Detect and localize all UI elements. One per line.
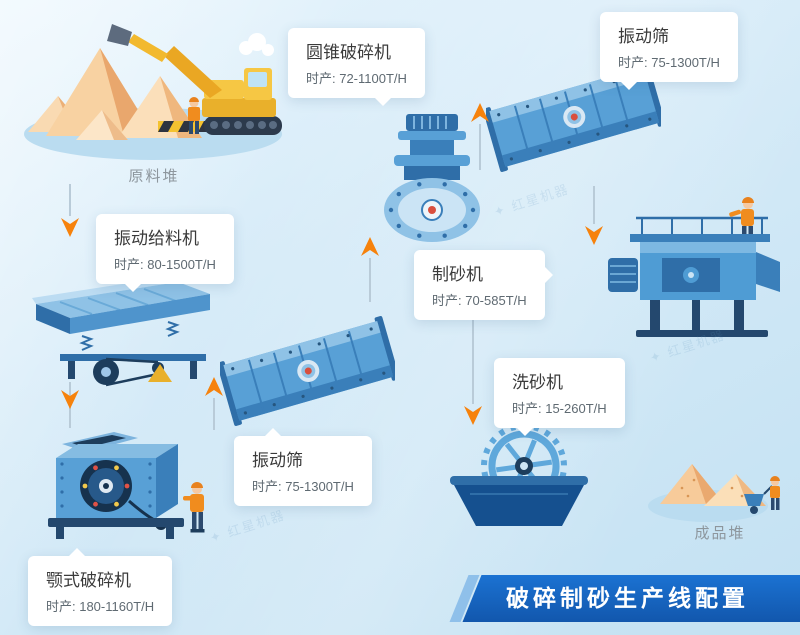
product-pile-caption: 成品堆: [694, 525, 746, 542]
label-pointer: [374, 97, 392, 115]
sand-washer-name: 洗砂机: [512, 373, 563, 392]
sand-maker-illustration: [596, 188, 792, 340]
product-pile-illustration: [646, 436, 786, 528]
flow-arrow-cone-to-screen: [470, 102, 490, 124]
label-pointer: [124, 283, 142, 301]
label-cone-crusher: 圆锥破碎机 时产: 72-1100T/H: [288, 28, 425, 106]
jaw-crusher-illustration: [34, 426, 214, 552]
flow-arrow-screen-to-cone: [360, 236, 380, 258]
sand-maker-name: 制砂机: [432, 265, 483, 284]
connector-line: [472, 316, 474, 404]
jaw-crusher-capacity: 时产: 180-1160T/H: [46, 599, 155, 614]
vibrating-screen-top-illustration: [482, 44, 666, 184]
cone-crusher-capacity: 时产: 72-1100T/H: [306, 71, 407, 86]
connector-line: [593, 186, 595, 224]
label-pointer: [620, 81, 638, 99]
feeder-capacity: 时产: 80-1500T/H: [114, 257, 216, 272]
screen-mid-name: 振动筛: [252, 451, 303, 470]
screen-mid-capacity: 时产: 75-1300T/H: [252, 479, 354, 494]
watermark: 红星机器: [207, 504, 288, 546]
screen-top-capacity: 时产: 75-1300T/H: [618, 55, 720, 70]
label-pointer: [516, 427, 534, 445]
raw-material-pile-illustration: [18, 6, 286, 176]
jaw-crusher-name: 颚式破碎机: [46, 571, 131, 590]
sand-washer-illustration: [446, 420, 591, 532]
label-sand-washer: 洗砂机 时产: 15-260T/H: [494, 358, 625, 436]
raw-pile-caption: 原料堆: [128, 168, 180, 185]
vibrating-screen-mid-illustration: [216, 298, 400, 438]
flow-arrow-feeder-to-jaw: [60, 388, 80, 410]
label-sand-maker: 制砂机 时产: 70-585T/H: [414, 250, 553, 320]
cone-crusher-illustration: [376, 110, 488, 248]
flow-arrow-screen-to-sandmaker: [584, 224, 604, 246]
connector-line: [69, 184, 71, 216]
flow-arrow-jaw-to-screen: [204, 376, 224, 398]
connector-line: [213, 398, 215, 430]
label-pointer: [543, 266, 562, 284]
feeder-name: 振动给料机: [114, 229, 199, 248]
label-pointer: [68, 539, 86, 557]
cone-crusher-name: 圆锥破碎机: [306, 43, 391, 62]
connector-line: [369, 258, 371, 302]
label-screen-top: 振动筛 时产: 75-1300T/H: [600, 12, 738, 90]
label-screen-mid: 振动筛 时产: 75-1300T/H: [234, 428, 372, 506]
watermark: 红星机器: [491, 178, 572, 220]
label-feeder: 振动给料机 时产: 80-1500T/H: [96, 214, 234, 292]
title-banner: 破碎制砂生产线配置: [462, 575, 800, 622]
flow-arrow-pile-to-feeder: [60, 216, 80, 238]
connector-line: [479, 124, 481, 170]
flow-arrow-sandmaker-to-washer: [463, 404, 483, 426]
label-pointer: [264, 419, 282, 437]
page-title: 破碎制砂生产线配置: [506, 585, 749, 611]
sand-maker-capacity: 时产: 70-585T/H: [432, 293, 527, 308]
sand-washer-capacity: 时产: 15-260T/H: [512, 401, 607, 416]
screen-top-name: 振动筛: [618, 27, 669, 46]
label-jaw-crusher: 颚式破碎机 时产: 180-1160T/H: [28, 548, 173, 626]
